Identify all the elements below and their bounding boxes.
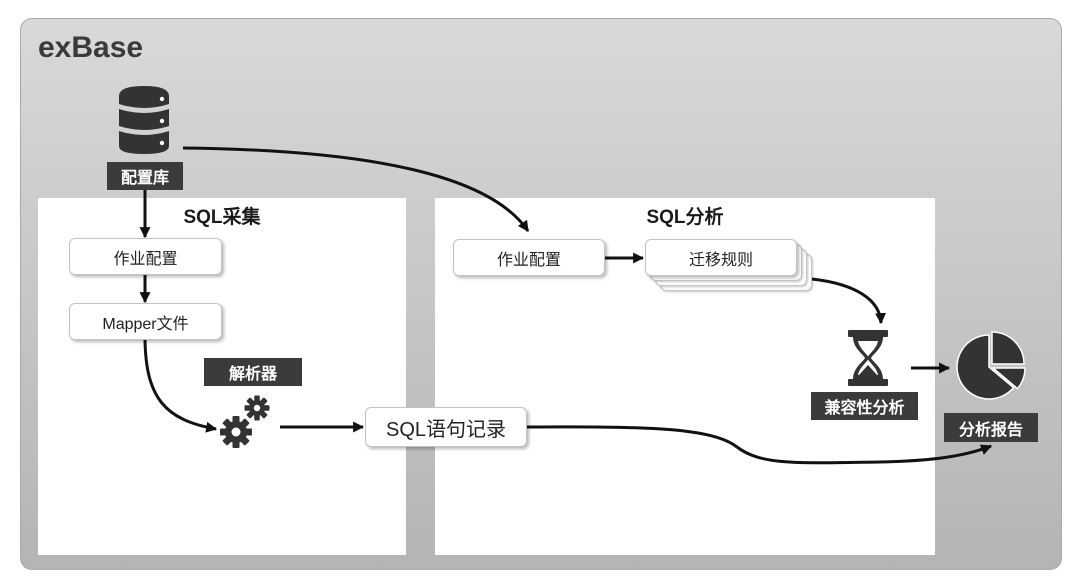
sql-collection-title: SQL采集 bbox=[183, 207, 261, 228]
sql-record-box: SQL语句记录 bbox=[365, 407, 527, 447]
app-title: exBase bbox=[38, 31, 144, 64]
hourglass-icon bbox=[848, 330, 888, 386]
config-db-label: 配置库 bbox=[107, 162, 183, 190]
parser-label: 解析器 bbox=[204, 358, 302, 386]
sql-analysis-title: SQL分析 bbox=[646, 207, 724, 228]
analysis-report-label: 分析报告 bbox=[944, 413, 1038, 442]
analysis-job-config-box: 作业配置 bbox=[453, 239, 605, 276]
gears-icon bbox=[220, 395, 270, 448]
compatibility-analysis-label: 兼容性分析 bbox=[811, 392, 918, 420]
pie-chart-icon bbox=[956, 331, 1026, 400]
migration-rules-box: 迁移规则 bbox=[645, 239, 797, 276]
collect-job-config-box: 作业配置 bbox=[69, 238, 222, 275]
mapper-file-box: Mapper文件 bbox=[69, 303, 222, 340]
database-icon bbox=[119, 86, 169, 154]
